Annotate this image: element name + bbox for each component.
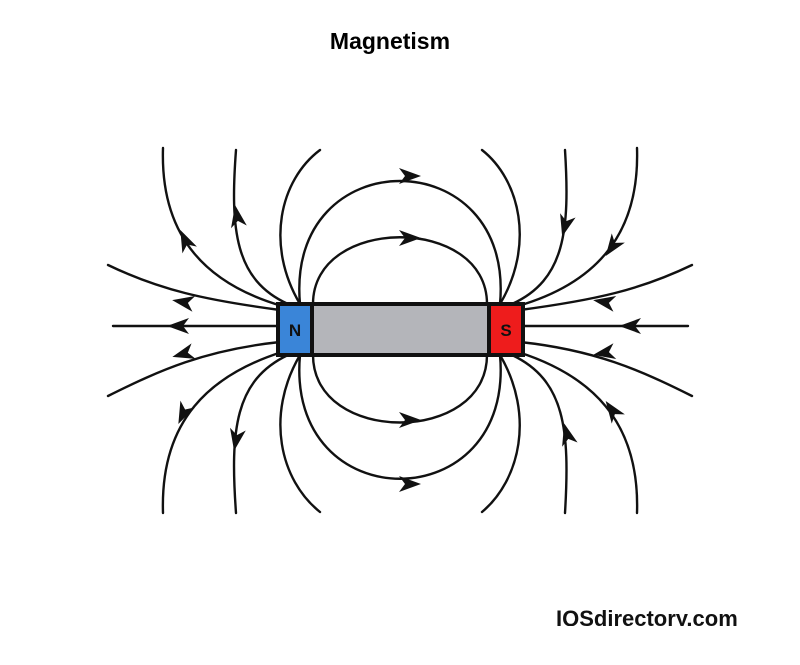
- field-line: [311, 353, 489, 424]
- field-line: [106, 340, 282, 398]
- field-line: [480, 353, 521, 514]
- field-line-arrow-icon: [619, 318, 641, 334]
- field-line: [480, 148, 521, 306]
- watermark-text: IQSdirectory.com: [556, 606, 738, 626]
- field-line: [516, 146, 639, 308]
- field-line-arrow-icon: [399, 168, 421, 184]
- field-line: [279, 353, 322, 514]
- field-line: [161, 350, 284, 515]
- field-line: [518, 263, 694, 312]
- bar-magnet: N S: [276, 302, 525, 357]
- south-pole: [487, 302, 525, 357]
- field-line-arrow-icon: [230, 427, 246, 451]
- magnet-body: [308, 302, 492, 357]
- field-line: [232, 148, 290, 306]
- field-line: [106, 263, 282, 312]
- field-line: [279, 148, 322, 306]
- field-line: [298, 353, 502, 480]
- field-line-arrow-icon: [399, 476, 421, 492]
- field-line-arrow-icon: [172, 296, 196, 312]
- field-lines: [106, 146, 694, 515]
- field-line: [510, 148, 568, 306]
- field-line: [516, 350, 639, 515]
- field-line-arrow-icon: [180, 230, 197, 254]
- field-line: [232, 353, 290, 515]
- field-line-arrow-icon: [605, 233, 625, 257]
- field-line-arrow-icon: [172, 343, 196, 359]
- field-line-arrow-icon: [593, 343, 617, 359]
- north-pole-label: N: [289, 321, 301, 340]
- field-line-arrow-icon: [399, 412, 421, 428]
- field-line-arrow-icon: [399, 230, 421, 246]
- page-title: Magnetism: [329, 28, 451, 54]
- field-line-arrow-icon: [178, 400, 195, 424]
- field-line-arrow-icon: [231, 205, 247, 229]
- field-line-arrow-icon: [562, 423, 578, 447]
- field-line-arrow-icon: [605, 400, 625, 424]
- south-pole-label: S: [500, 321, 511, 340]
- field-line: [298, 179, 502, 306]
- field-line-arrow-icon: [593, 296, 617, 312]
- north-pole: [276, 302, 314, 357]
- field-line: [510, 353, 568, 515]
- field-line: [518, 340, 694, 398]
- field-line-arrow-icon: [167, 318, 189, 334]
- field-line: [161, 146, 284, 308]
- field-line-arrow-icon: [560, 213, 576, 237]
- field-line: [311, 236, 489, 306]
